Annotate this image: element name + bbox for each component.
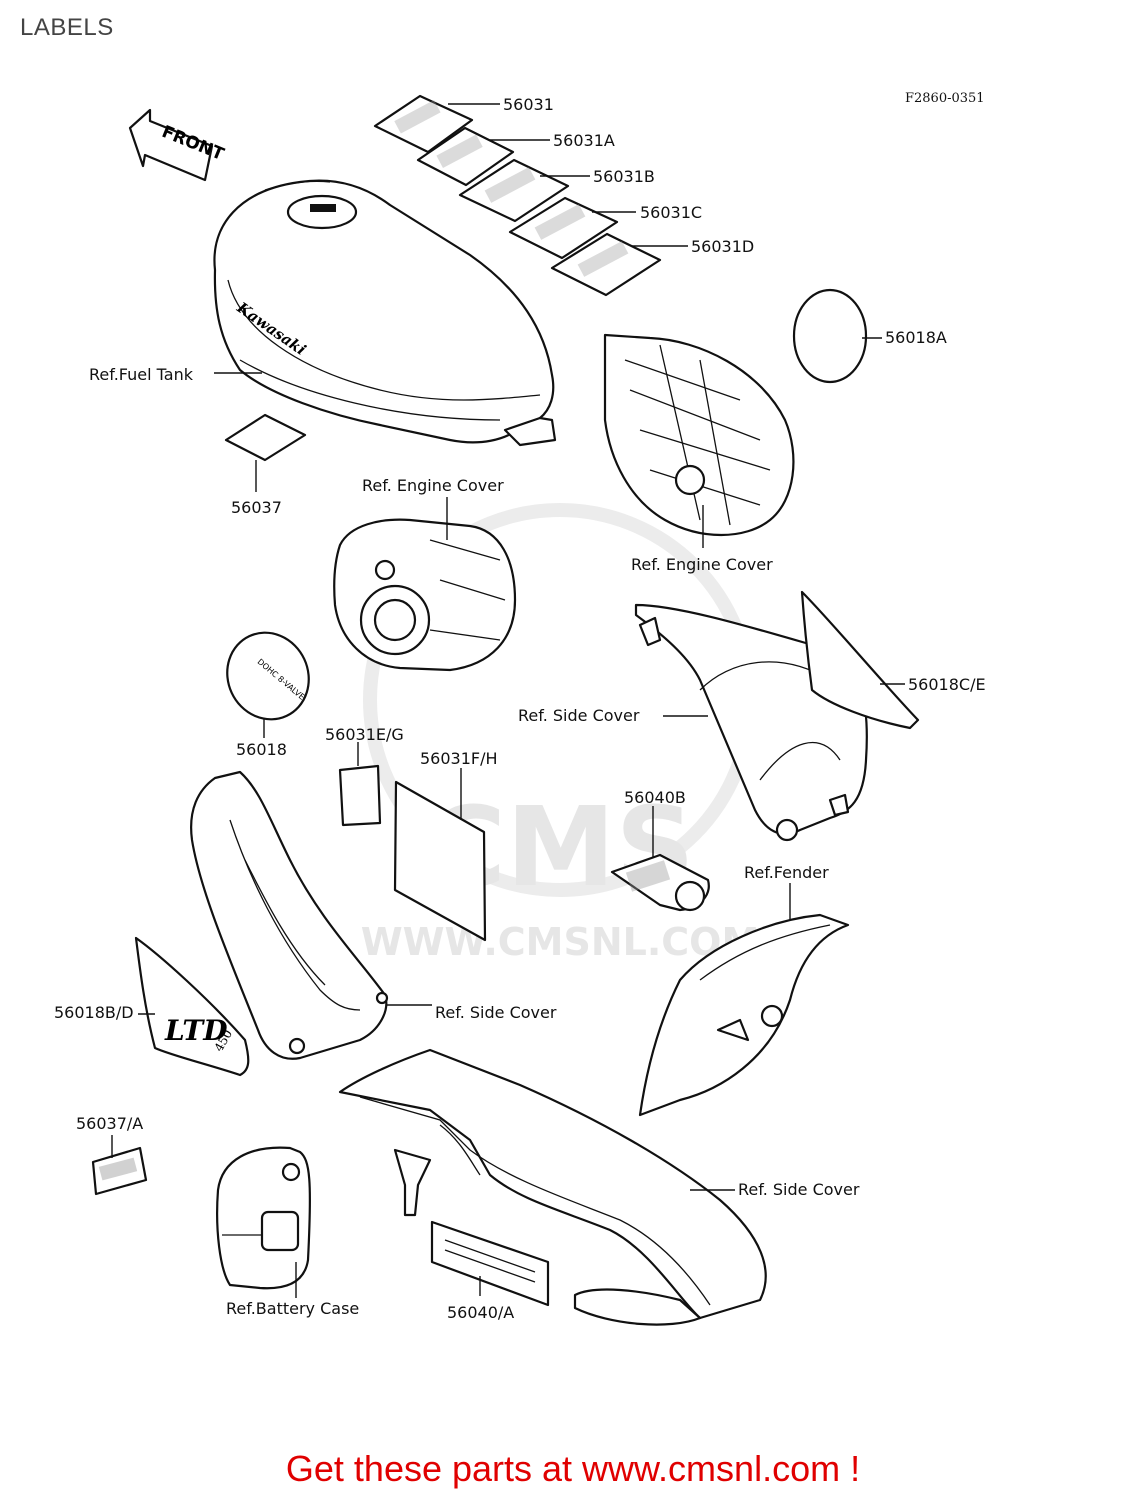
callout-56031FH: 56031F/H	[420, 749, 498, 768]
engine-cover-left	[333, 518, 517, 672]
footer-link[interactable]: Get these parts at www.cmsnl.com !	[285, 1448, 861, 1489]
sticker-stack	[373, 94, 662, 297]
battery-case	[216, 1146, 311, 1290]
callout-56037: 56037	[231, 498, 282, 517]
callout-ref-engine-cover-2: Ref. Engine Cover	[631, 555, 773, 574]
small-panel-decal	[338, 764, 382, 827]
callout-56018A: 56018A	[885, 328, 947, 347]
callout-ref-fuel-tank: Ref.Fuel Tank	[89, 365, 194, 384]
side-cover-left	[190, 770, 389, 1060]
chain-cover	[338, 1048, 767, 1326]
callout-56040A: 56040/A	[447, 1303, 514, 1322]
ltd-decal: LTD 450	[134, 936, 250, 1077]
watermark-url: WWW.CMSNL.COM	[361, 920, 760, 964]
engine-cover-right	[603, 333, 795, 536]
callout-56031EG: 56031E/G	[325, 725, 404, 744]
oval-decal	[792, 288, 868, 384]
callout-56018: 56018	[236, 740, 287, 759]
callout-56031D: 56031D	[691, 237, 754, 256]
rear-fender	[638, 913, 850, 1117]
ltd-decal-text: LTD	[164, 1014, 228, 1047]
triangle-decal-right	[800, 590, 920, 730]
callout-ref-side-cover-2: Ref. Side Cover	[435, 1003, 557, 1022]
callout-56040B: 56040B	[624, 788, 686, 807]
small-sticker	[91, 1146, 148, 1196]
round-decal: DOHC 8-VALVE	[226, 631, 310, 721]
fuel-tank: Kawasaki	[213, 179, 557, 447]
parts-diagram: CMS WWW.CMSNL.COM F2860-0351 FRONT 56031…	[54, 91, 986, 1326]
callout-56018CE: 56018C/E	[908, 675, 986, 694]
callout-56031B: 56031B	[593, 167, 655, 186]
large-panel-decal	[393, 780, 487, 942]
strip-decal	[430, 1220, 550, 1307]
callout-ref-battery-case: Ref.Battery Case	[226, 1299, 359, 1318]
callout-56037A: 56037/A	[76, 1114, 143, 1133]
callout-ref-engine-cover-1: Ref. Engine Cover	[362, 476, 504, 495]
callout-56031C: 56031C	[640, 203, 702, 222]
callout-ref-side-cover-3: Ref. Side Cover	[738, 1180, 860, 1199]
page-title: LABELS	[20, 14, 114, 41]
callout-ref-fender: Ref.Fender	[744, 863, 829, 882]
front-arrow-icon: FRONT	[128, 108, 227, 182]
emission-decal	[610, 853, 710, 912]
callout-56018BD: 56018B/D	[54, 1003, 134, 1022]
diamond-decal	[224, 413, 307, 462]
callout-56031: 56031	[503, 95, 554, 114]
callout-56031A: 56031A	[553, 131, 615, 150]
figure-code: F2860-0351	[905, 91, 985, 106]
callout-ref-side-cover-1: Ref. Side Cover	[518, 706, 640, 725]
